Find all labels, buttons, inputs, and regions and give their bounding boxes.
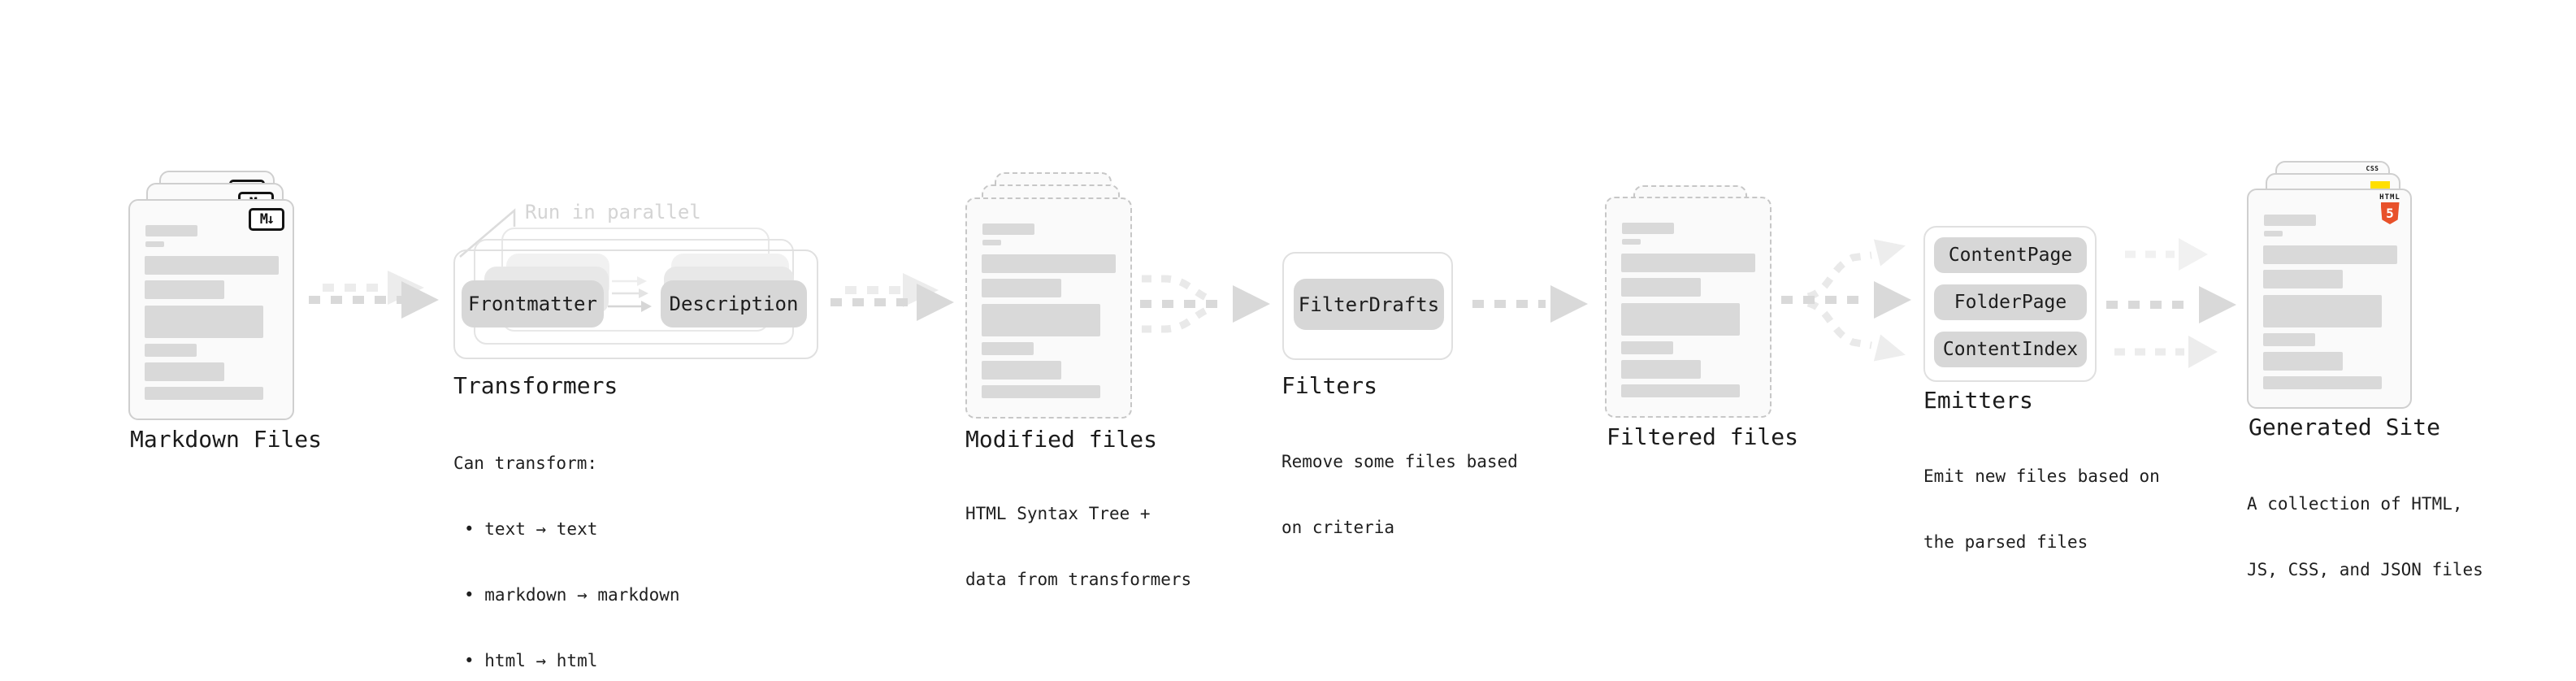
file-text-bar: [2263, 333, 2315, 346]
filters-description: Remove some files based on criteria: [1281, 407, 1518, 583]
stage-title-transformers: Transformers: [453, 372, 618, 399]
emitter-pill-contentpage: ContentPage: [1934, 237, 2087, 273]
file-text-bar: [1622, 223, 1674, 234]
file-text-bar: [2264, 215, 2316, 226]
description-line: on criteria: [1281, 518, 1395, 537]
file-text-bar: [1621, 254, 1755, 272]
modified-file-card-front: [965, 197, 1132, 419]
emitter-pill-contentindex: ContentIndex: [1934, 332, 2087, 367]
file-text-bar: [982, 279, 1061, 297]
modified-files-description: HTML Syntax Tree + data from transformer…: [965, 459, 1191, 635]
stage-title-filtered-files: Filtered files: [1607, 423, 1799, 450]
description-line: HTML Syntax Tree +: [965, 504, 1151, 523]
stage-title-modified-files: Modified files: [965, 426, 1158, 453]
file-text-bar: [2263, 376, 2382, 389]
file-text-bar: [145, 280, 224, 299]
description-line: • markdown → markdown: [464, 585, 680, 605]
transformer-box-front: [453, 249, 818, 359]
file-text-bar: [1621, 341, 1673, 354]
file-text-bar: [1622, 239, 1641, 245]
description-line: A collection of HTML,: [2247, 494, 2463, 514]
file-text-bar: [2263, 295, 2382, 327]
file-text-bar: [2263, 245, 2397, 264]
description-line: • html → html: [464, 651, 598, 670]
file-text-bar: [2263, 352, 2343, 371]
generated-file-card-html: HTML 5: [2247, 189, 2412, 409]
file-text-bar: [145, 362, 224, 381]
stage-title-filters: Filters: [1281, 372, 1378, 399]
arrow-filtered-to-emitters-icon: [1781, 239, 1911, 362]
transformer-pill-frontmatter: Frontmatter: [462, 280, 604, 327]
arrow-filters-to-filtered-icon: [1472, 285, 1588, 323]
file-text-bar: [982, 342, 1034, 355]
description-line: the parsed files: [1923, 532, 2088, 552]
file-text-bar: [982, 223, 1034, 235]
html5-icon-number: 5: [2386, 206, 2394, 221]
transformer-pill-description: Description: [661, 280, 807, 327]
file-text-bar: [2264, 231, 2283, 236]
transformers-description: Can transform: • text → text • markdown …: [453, 409, 680, 681]
run-in-parallel-annotation: Run in parallel: [525, 201, 701, 223]
arrow-emitters-to-generated-icon: [2106, 238, 2236, 368]
stage-title-generated-site: Generated Site: [2249, 414, 2441, 440]
arrow-transformers-to-modified-icon: [830, 273, 954, 321]
description-line: data from transformers: [965, 570, 1192, 589]
file-text-bar: [982, 385, 1100, 398]
file-text-bar: [145, 225, 197, 236]
html5-icon-shield: 5: [2380, 202, 2400, 224]
description-line: Emit new files based on: [1923, 466, 2160, 486]
stage-title-markdown-files: Markdown Files: [130, 426, 323, 453]
stage-title-emitters: Emitters: [1923, 387, 2033, 414]
filtered-file-card-front: [1605, 197, 1772, 418]
file-text-bar: [982, 361, 1061, 380]
file-text-bar: [982, 254, 1116, 273]
markdown-icon: M↓: [249, 208, 284, 231]
description-line: Remove some files based: [1281, 452, 1518, 471]
file-text-bar: [982, 304, 1100, 336]
file-text-bar: [1621, 303, 1740, 336]
generated-site-description: A collection of HTML, JS, CSS, and JSON …: [2247, 449, 2483, 625]
file-text-bar: [145, 256, 279, 275]
description-line: Can transform:: [453, 453, 598, 473]
html5-icon-word: HTML: [2379, 193, 2400, 202]
html5-icon: HTML 5: [2379, 194, 2400, 224]
filter-pill-filterdrafts: FilterDrafts: [1294, 279, 1444, 330]
css-icon-label: CSS: [2366, 165, 2379, 172]
file-text-bar: [145, 387, 263, 400]
file-text-bar: [145, 344, 197, 357]
file-text-bar: [1621, 384, 1740, 397]
file-text-bar: [1621, 278, 1701, 297]
file-text-bar: [2263, 270, 2343, 288]
file-text-bar: [982, 240, 1001, 245]
file-text-bar: [145, 306, 263, 338]
emitters-description: Emit new files based on the parsed files: [1923, 422, 2160, 597]
markdown-file-card-front: M↓: [128, 199, 294, 420]
file-text-bar: [1621, 360, 1701, 379]
arrow-markdown-to-transformers-icon: [309, 271, 439, 319]
description-line: JS, CSS, and JSON files: [2247, 560, 2483, 579]
description-line: • text → text: [464, 519, 598, 539]
arrow-modified-to-filters-icon: [1140, 275, 1270, 333]
file-text-bar: [145, 241, 164, 247]
emitter-pill-folderpage: FolderPage: [1934, 284, 2087, 320]
